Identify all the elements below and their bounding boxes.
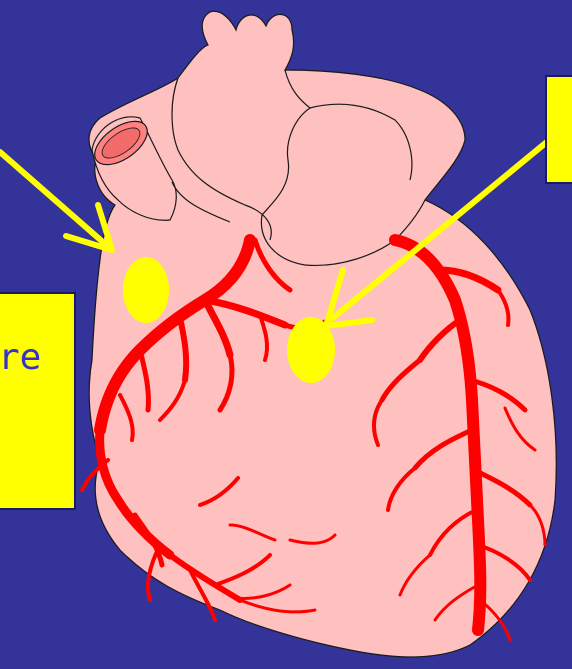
left-node-marker <box>123 257 169 323</box>
right-label-box <box>545 75 572 184</box>
left-label-text: re <box>0 337 41 378</box>
left-label-box: re <box>0 292 76 510</box>
